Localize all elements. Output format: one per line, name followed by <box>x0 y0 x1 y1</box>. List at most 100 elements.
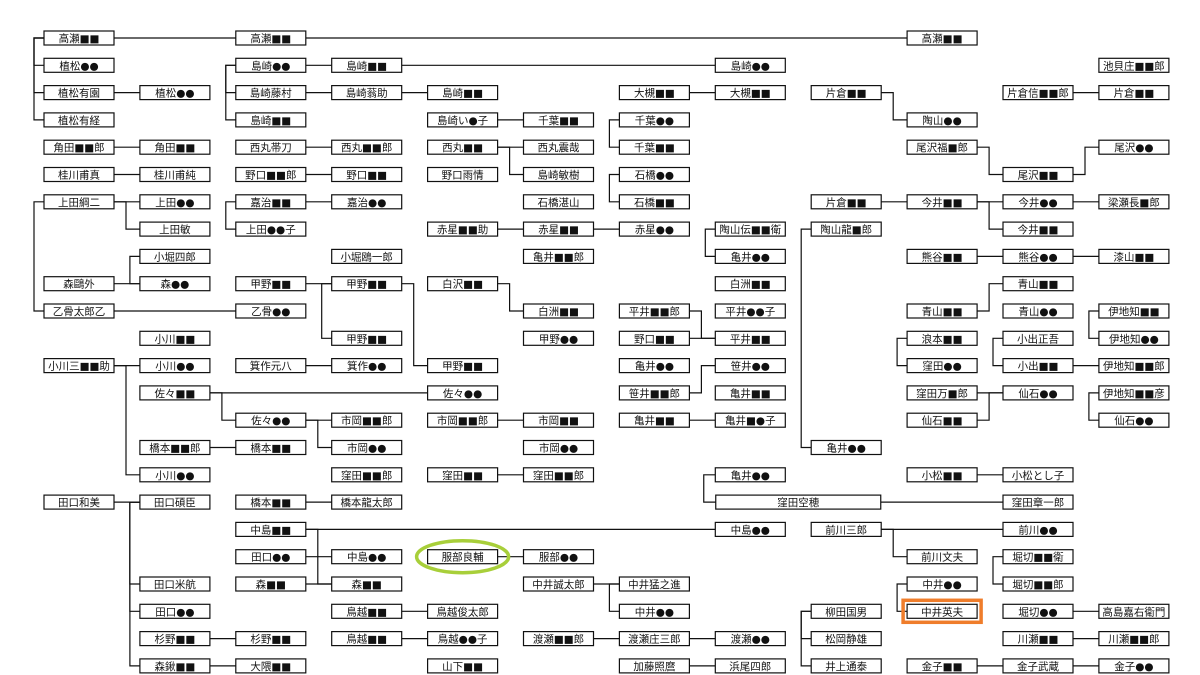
connector-line <box>401 283 428 367</box>
person-node: 片倉信■■郎 <box>1002 84 1074 101</box>
person-node: 小松とし子 <box>1002 467 1074 483</box>
person-node-box <box>1098 358 1170 374</box>
person-node: 金子■■ <box>906 658 978 674</box>
person-node-box <box>618 84 691 101</box>
connector-line <box>992 556 1003 585</box>
person-node-label: 小川■■ <box>154 333 195 345</box>
person-node-label: 橋本■■郎 <box>149 442 200 455</box>
person-node: 橋本■■郎 <box>139 439 211 456</box>
person-node-box <box>235 549 307 565</box>
person-node: 大槻■■ <box>618 84 691 101</box>
person-node-label: 亀井■■ <box>730 387 771 400</box>
person-node: 田口●● <box>235 549 307 565</box>
person-node-box <box>139 576 211 592</box>
person-node: 杉野■■ <box>235 630 307 647</box>
person-node-label: 橋本■■ <box>250 442 291 455</box>
person-node: 山下■■ <box>427 658 499 674</box>
person-node-label: 鳥越■■ <box>346 633 387 646</box>
person-node: 赤星●● <box>618 221 691 237</box>
person-node-box <box>522 194 595 210</box>
person-node-label: 亀井■■郎 <box>533 250 584 263</box>
person-node: 窪田章一郎 <box>1002 494 1074 510</box>
highlight-marks <box>414 538 983 625</box>
person-node-label: 島崎■■ <box>250 114 291 127</box>
person-node-label: 熊谷■■ <box>922 250 963 263</box>
person-node: 西丸■■郎 <box>331 139 403 155</box>
person-node: 亀井●● <box>714 248 786 264</box>
person-node-box <box>139 221 211 237</box>
person-node-box <box>906 139 978 155</box>
person-node-box <box>427 221 499 237</box>
person-node-box <box>427 358 499 374</box>
person-node-box <box>714 385 786 401</box>
person-node-label: 小出■■ <box>1018 360 1059 373</box>
person-node-label: 箕作●● <box>347 360 386 373</box>
person-node: 島崎■■ <box>331 57 403 73</box>
person-node-box <box>618 576 691 592</box>
person-node-label: 小松■■ <box>922 469 963 482</box>
connector-line <box>800 228 812 449</box>
person-node: 窪田■■郎 <box>331 467 403 483</box>
person-node-box <box>235 412 307 428</box>
person-node-box <box>1098 303 1170 319</box>
person-node: 千葉●● <box>618 112 691 128</box>
person-node-box <box>331 412 403 428</box>
person-node: 甲野■■ <box>331 330 403 346</box>
person-node: 島崎●● <box>235 57 307 73</box>
person-node: 笹井●● <box>714 358 786 374</box>
person-node: 島崎蓊助 <box>331 84 403 101</box>
person-node-label: 高瀬■■ <box>250 32 291 45</box>
person-node: 仙石●● <box>1098 412 1170 428</box>
person-node-label: 赤星■■助 <box>437 223 488 236</box>
person-node: 今井■■ <box>906 194 978 210</box>
connector-line <box>608 173 620 203</box>
person-node-label: 前川●● <box>1018 523 1057 536</box>
connector-line <box>689 310 716 339</box>
person-node-box <box>331 358 403 374</box>
person-node-label: 植松●● <box>155 87 194 100</box>
person-node-label: 加藤照麿 <box>633 660 675 673</box>
person-node-label: 大槻■■ <box>634 87 675 100</box>
person-node: 島崎■■ <box>235 112 307 128</box>
person-node-label: 乙骨太郎乙 <box>53 305 106 318</box>
person-node-box <box>715 494 882 510</box>
person-nodes: 高瀬■■植松●●植松有園植松有経角田■■郎桂川甫真上田綱二森鷗外乙骨太郎乙小川三… <box>43 30 1170 674</box>
person-node-box <box>427 603 499 619</box>
person-node-box <box>522 166 595 183</box>
person-node: 尾沢●● <box>1098 139 1170 155</box>
person-node-label: 仙石●● <box>1018 387 1057 400</box>
person-node-box <box>810 84 882 101</box>
person-node: 千葉■■ <box>618 139 691 155</box>
person-node: 森■■ <box>235 576 307 592</box>
person-node-label: 窪田■■郎 <box>341 469 392 482</box>
person-node-box <box>618 412 691 428</box>
person-node-box <box>235 166 307 183</box>
person-node: 窪田■■ <box>427 467 499 483</box>
person-node: 仙石■■ <box>906 412 978 428</box>
person-node-label: 小堀四郎 <box>154 250 196 263</box>
person-node-label: 浜尾四郎 <box>729 660 771 673</box>
person-node-label: 大隈■■ <box>250 660 291 673</box>
person-node: 熊谷●● <box>1002 248 1074 264</box>
person-node: 大隈■■ <box>235 658 307 674</box>
person-node: 中井●● <box>618 603 691 619</box>
person-node-label: 野口■■ <box>634 333 675 345</box>
person-node: 嘉治■■ <box>235 194 307 210</box>
person-node-label: 青山●● <box>1018 305 1057 318</box>
person-node-box <box>331 439 403 456</box>
connector-line <box>129 501 140 667</box>
person-node: 伊地知■■彦 <box>1098 385 1170 401</box>
person-node-label: 森■■ <box>352 578 382 591</box>
person-node: 田口米航 <box>139 576 211 592</box>
person-node: 鳥越■■ <box>331 630 403 647</box>
person-node: 市岡●● <box>331 439 403 456</box>
person-node-label: 窪田章一郎 <box>1012 496 1065 509</box>
person-node-label: 中井猛之進 <box>628 578 681 591</box>
person-node-label: 小堀鴎一郎 <box>340 250 393 263</box>
person-node-label: 尾沢■■ <box>1018 169 1059 182</box>
person-node-label: 笹井■■郎 <box>629 387 680 400</box>
person-node-box <box>139 658 211 674</box>
person-node-box <box>714 630 786 647</box>
person-node-box <box>235 112 307 128</box>
person-node: 田口碩臣 <box>139 494 211 510</box>
